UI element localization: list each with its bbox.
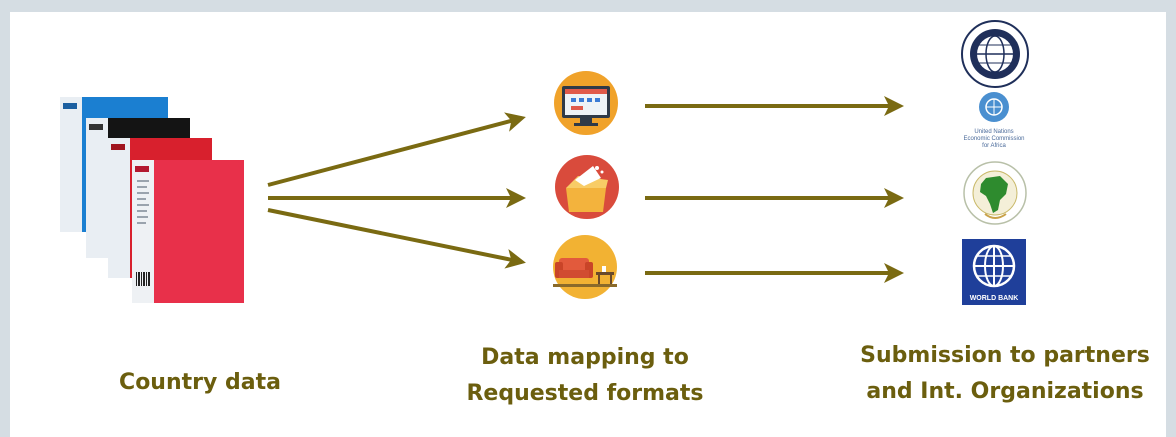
uneca-line3: for Africa xyxy=(982,143,1006,149)
submission-label: Submission to partners and Int. Organiza… xyxy=(840,341,1170,407)
world-bank-logo-icon: WORLD BANK xyxy=(962,239,1026,305)
submission-line1: Submission to partners xyxy=(860,343,1150,368)
uneca-line1: United Nations xyxy=(974,129,1013,135)
uneca-line2: Economic Commission xyxy=(963,136,1024,142)
arrow-to-sofa xyxy=(267,208,526,269)
african-union-logo-icon xyxy=(963,161,1027,225)
screen-icon xyxy=(554,71,618,135)
uneca-logo-icon: United Nations Economic Commission for A… xyxy=(963,92,1025,149)
country-data-text: Country data xyxy=(119,370,281,395)
submission-line2: and Int. Organizations xyxy=(866,379,1144,404)
data-mapping-line2: Requested formats xyxy=(466,381,704,406)
folders-icon xyxy=(60,97,244,303)
world-bank-text: WORLD BANK xyxy=(970,295,1019,302)
imf-logo-icon xyxy=(961,20,1029,88)
arrow-to-screen xyxy=(267,112,526,187)
sofa-icon xyxy=(553,235,617,299)
country-data-label: Country data xyxy=(90,368,310,398)
data-mapping-label: Data mapping to Requested formats xyxy=(450,343,720,409)
data-mapping-line1: Data mapping to xyxy=(481,345,689,370)
package-icon xyxy=(555,155,619,219)
